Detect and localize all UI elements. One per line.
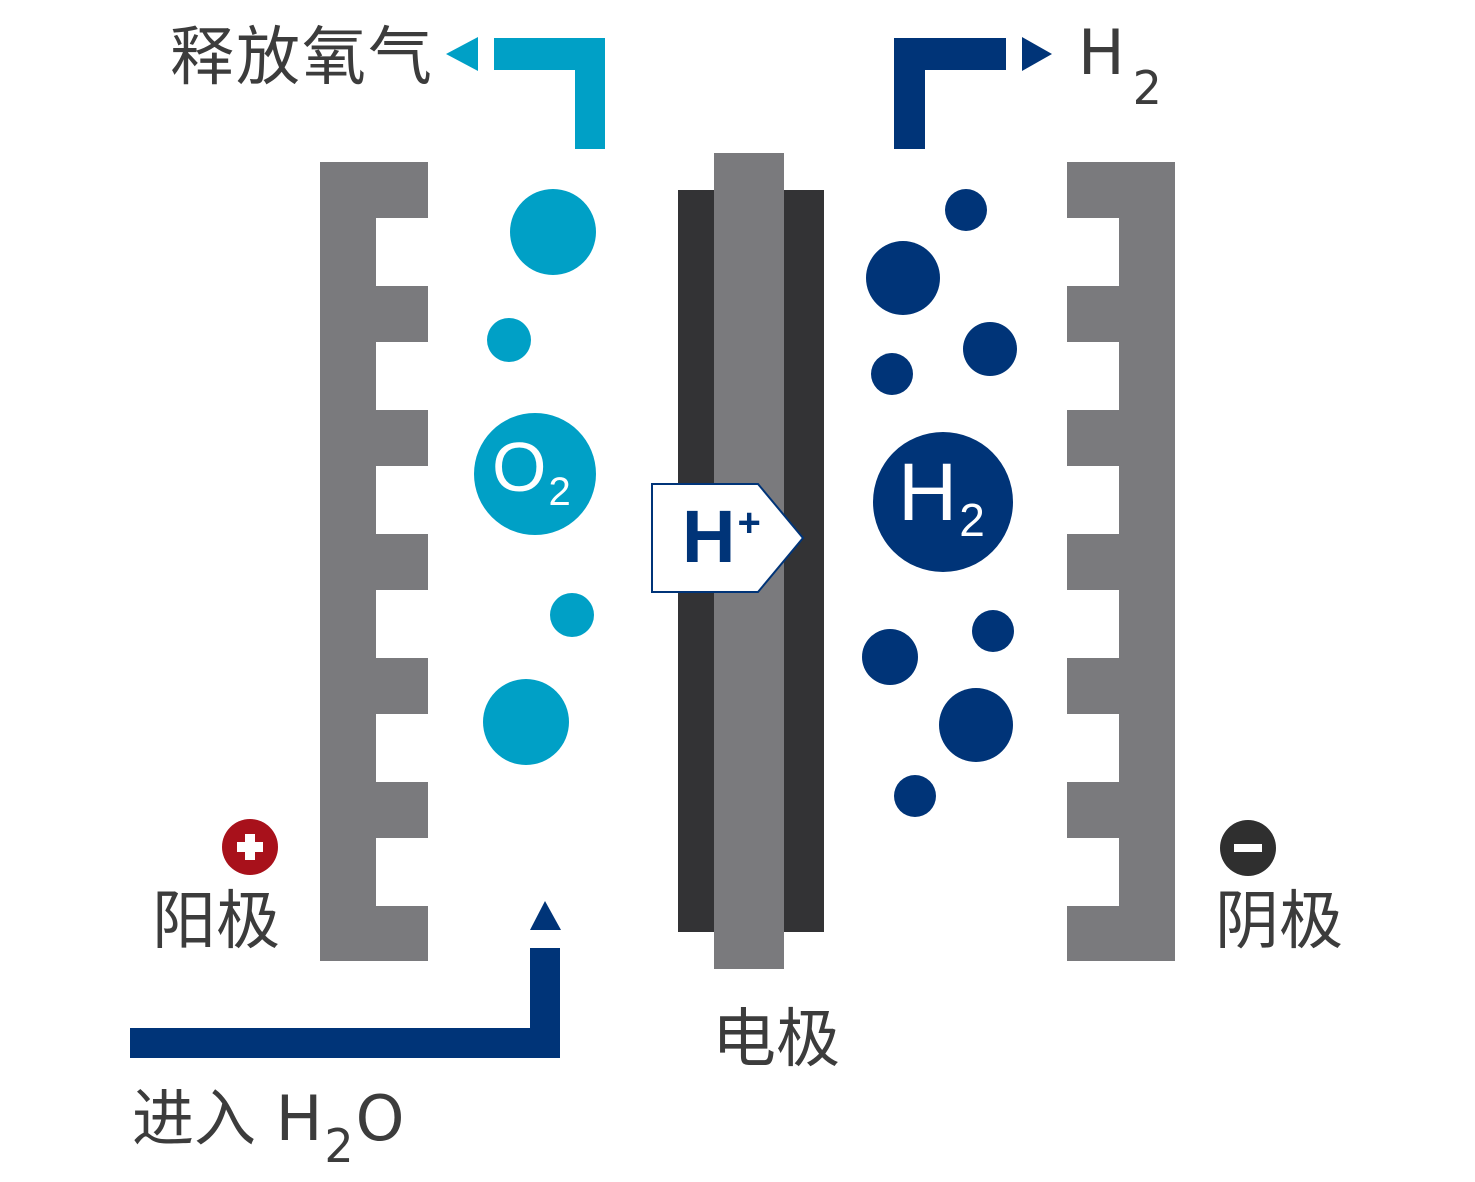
- oxygen-bubble: [483, 679, 569, 765]
- water-inlet-pipe: [130, 948, 560, 1058]
- hydrogen-molecule-main: H: [898, 447, 958, 538]
- hydrogen-bubble: [862, 629, 918, 685]
- anode-label: 阳极: [152, 885, 280, 959]
- oxygen-molecule-main: O: [492, 428, 547, 506]
- proton-label: H+: [682, 500, 761, 574]
- oxygen-arrow-icon: [446, 37, 478, 71]
- electrode-label: 电极: [712, 1003, 840, 1077]
- oxygen-outlet-pipe: [494, 38, 605, 149]
- hydrogen-molecule-subscript: 2: [959, 494, 985, 546]
- oxygen-molecule-label: O2: [492, 432, 571, 512]
- hydrogen-bubble: [866, 241, 940, 315]
- hydrogen-molecule-label: H2: [898, 452, 985, 544]
- minus-icon: [1220, 820, 1276, 876]
- water-arrow-icon: [530, 901, 561, 930]
- water-inlet-subscript: 2: [324, 1119, 354, 1173]
- hydrogen-bubble: [945, 189, 987, 231]
- oxygen-bubble: [550, 593, 594, 637]
- oxygen-molecule-circle: [474, 413, 596, 535]
- hydrogen-output-main: H: [1078, 16, 1125, 89]
- hydrogen-bubble: [963, 322, 1017, 376]
- plus-icon: [222, 819, 278, 875]
- hydrogen-bubble: [939, 688, 1013, 762]
- hydrogen-outlet-pipe: [894, 38, 1006, 149]
- hydrogen-bubble: [972, 610, 1014, 652]
- hydrogen-arrow-icon: [1022, 37, 1052, 71]
- anode-plate: [320, 162, 428, 961]
- proton-arrow-badge: [651, 483, 805, 593]
- cathode-label: 阴极: [1215, 885, 1343, 959]
- oxygen-bubble: [510, 189, 596, 275]
- oxygen-bubbles: [483, 189, 596, 765]
- water-inlet-suffix: O: [355, 1082, 405, 1155]
- hydrogen-bubbles: [862, 189, 1017, 817]
- cathode-plate: [1067, 162, 1175, 961]
- oxygen-release-label: 释放氧气: [170, 21, 434, 95]
- hydrogen-output-subscript: 2: [1132, 61, 1162, 115]
- oxygen-molecule-subscript: 2: [548, 470, 571, 514]
- water-inlet-prefix: 进入 H: [132, 1082, 323, 1155]
- water-inlet-label: 进入 H2O: [132, 1088, 404, 1170]
- oxygen-bubble: [487, 318, 531, 362]
- hydrogen-molecule-circle: [873, 432, 1013, 572]
- hydrogen-bubble: [871, 353, 913, 395]
- proton-superscript: +: [737, 501, 761, 545]
- proton-main: H: [682, 495, 736, 578]
- hydrogen-bubble: [894, 775, 936, 817]
